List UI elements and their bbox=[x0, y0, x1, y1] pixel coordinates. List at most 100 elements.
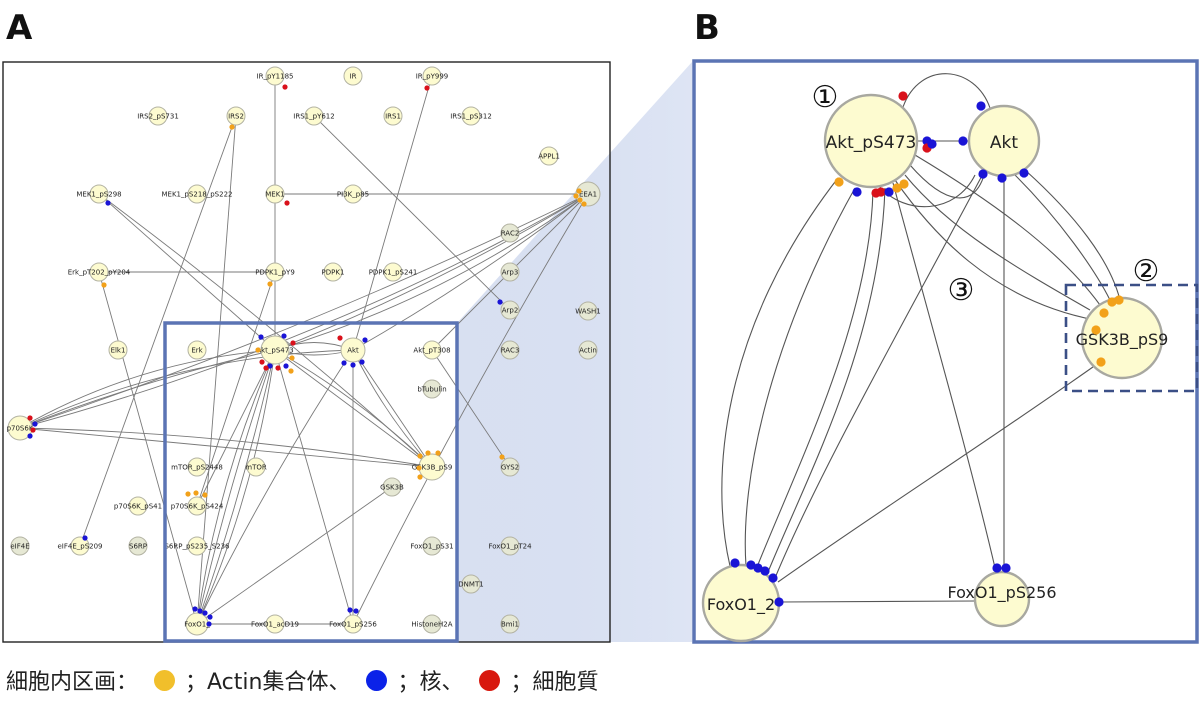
network-node bbox=[265, 262, 285, 282]
location-dot bbox=[497, 299, 503, 305]
legend-dot-nucleus bbox=[366, 669, 388, 691]
network-edge bbox=[196, 486, 393, 625]
location-dot bbox=[290, 340, 296, 346]
location-dot bbox=[417, 474, 423, 480]
network-node bbox=[128, 536, 148, 556]
location-dot bbox=[193, 490, 199, 496]
location-dot bbox=[359, 359, 365, 365]
network-node-label: Erk bbox=[191, 347, 203, 355]
location-dot bbox=[746, 560, 756, 570]
location-dot bbox=[416, 465, 422, 471]
location-dot bbox=[435, 450, 441, 456]
location-dot bbox=[1019, 168, 1029, 178]
location-dot bbox=[424, 85, 430, 91]
network-node bbox=[461, 106, 481, 126]
network-node bbox=[343, 614, 363, 634]
location-dot bbox=[289, 355, 295, 361]
gsk3b-dashed-box bbox=[1064, 283, 1199, 393]
network-node bbox=[89, 184, 109, 204]
network-edge bbox=[196, 349, 276, 625]
network-node bbox=[422, 379, 442, 399]
network-node bbox=[383, 106, 403, 126]
network-node bbox=[500, 457, 520, 477]
network-node bbox=[461, 574, 481, 594]
location-dot bbox=[774, 597, 784, 607]
network-edge bbox=[909, 164, 986, 199]
location-dot bbox=[768, 573, 778, 583]
network-node bbox=[187, 340, 207, 360]
location-dot bbox=[347, 607, 353, 613]
network-node bbox=[265, 66, 285, 86]
network-node bbox=[70, 536, 90, 556]
network-node-label: IRS2_pS731 bbox=[137, 113, 179, 121]
location-dot bbox=[1001, 563, 1011, 573]
network-node bbox=[10, 536, 30, 556]
network-edge bbox=[352, 193, 589, 625]
network-node bbox=[108, 340, 128, 360]
network-edge bbox=[721, 177, 839, 567]
location-dot bbox=[284, 200, 290, 206]
location-dot bbox=[82, 535, 88, 541]
panel-a-zoom-box bbox=[163, 321, 459, 643]
location-dot bbox=[573, 193, 579, 199]
network-node-label: RAC3 bbox=[501, 347, 520, 355]
location-dot bbox=[730, 558, 740, 568]
network-node bbox=[89, 262, 109, 282]
network-node-label: Bmi1 bbox=[501, 621, 519, 629]
legend-dot-actin bbox=[154, 669, 176, 691]
network-node bbox=[422, 536, 442, 556]
network-node bbox=[187, 496, 207, 516]
network-node-label: MEK1 bbox=[265, 191, 285, 199]
network-edge bbox=[196, 115, 237, 625]
network-edge bbox=[778, 600, 976, 603]
marker-label: ③ bbox=[948, 273, 975, 308]
network-node-label: FoxO1_acD19 bbox=[251, 621, 299, 629]
location-dot bbox=[898, 91, 908, 101]
network-node-label: IR_pY1185 bbox=[257, 73, 294, 81]
marker-label: ① bbox=[812, 80, 839, 115]
location-dot bbox=[499, 454, 505, 460]
network-node-label: S6RP bbox=[129, 543, 147, 551]
network-edge bbox=[352, 193, 589, 351]
network-node bbox=[823, 93, 919, 189]
network-node-label: p70S6K_pS424 bbox=[171, 503, 224, 511]
network-node-label: IRS2 bbox=[228, 113, 244, 121]
location-dot bbox=[425, 450, 431, 456]
location-dot bbox=[958, 136, 968, 146]
location-dot bbox=[32, 421, 38, 427]
network-node-label: Akt_pS473 bbox=[256, 347, 293, 355]
network-node bbox=[973, 570, 1031, 628]
network-node-label: IRS1_pS312 bbox=[450, 113, 492, 121]
network-edge bbox=[274, 349, 354, 625]
network-edge bbox=[19, 349, 276, 429]
location-dot bbox=[927, 139, 937, 149]
network-edge bbox=[274, 349, 433, 468]
network-node-label: eIF4E bbox=[10, 543, 29, 551]
network-edge bbox=[894, 179, 1096, 321]
location-dot bbox=[101, 282, 107, 288]
location-dot bbox=[258, 334, 264, 340]
network-node-label: S6RP_pS235_S236 bbox=[164, 543, 230, 551]
legend-prefix: 細胞内区画： bbox=[6, 670, 139, 695]
network-node-label: mTOR bbox=[245, 464, 267, 472]
legend-dot-cytoplasm bbox=[479, 669, 501, 691]
location-dot bbox=[834, 177, 844, 187]
network-node bbox=[187, 536, 207, 556]
network-edge bbox=[19, 349, 354, 429]
network-node bbox=[500, 262, 520, 282]
network-node bbox=[187, 457, 207, 477]
network-node bbox=[422, 66, 442, 86]
network-node-label: PDPK1_pY9 bbox=[255, 269, 295, 277]
location-dot bbox=[362, 337, 368, 343]
network-edge bbox=[274, 193, 589, 351]
location-dot bbox=[267, 281, 273, 287]
location-dot bbox=[353, 608, 359, 614]
network-edge bbox=[19, 349, 276, 429]
location-dot bbox=[884, 187, 894, 197]
location-dot bbox=[281, 333, 287, 339]
network-node bbox=[246, 457, 266, 477]
location-dot bbox=[288, 368, 294, 374]
network-edge bbox=[431, 349, 511, 468]
network-edge bbox=[744, 187, 856, 567]
